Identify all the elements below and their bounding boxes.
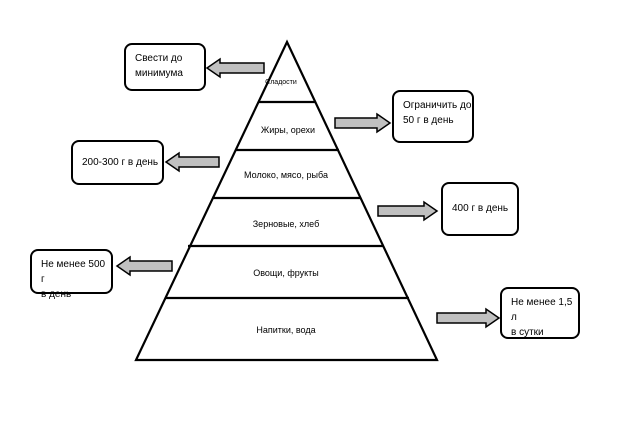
note-vegetables-fruits: Не менее 500 г в день [30,249,113,300]
level-label-fats-nuts: Жиры, орехи [261,125,315,135]
note-grains-bread: 400 г в день [441,182,519,236]
arrow-left-icon [115,255,173,277]
arrow-right-fats [334,112,392,134]
arrow-left-icon [205,57,265,79]
arrow-left-icon [164,151,220,173]
arrow-left-sweets [205,57,265,79]
arrow-right-grains [377,200,439,222]
arrow-right-icon [436,307,501,329]
level-label-drinks-water: Напитки, вода [256,325,315,335]
level-label-grains-bread: Зерновые, хлеб [253,219,320,229]
level-label-vegetables-fruits: Овощи, фрукты [253,268,319,278]
arrow-right-drinks [436,307,501,329]
arrow-right-icon [377,200,439,222]
arrow-left-vegetables [115,255,173,277]
arrow-left-dairy [164,151,220,173]
level-label-dairy-meat-fish: Молоко, мясо, рыба [244,170,328,180]
note-fats-nuts: Ограничить до 50 г в день [392,90,474,143]
note-drinks-water: Не менее 1,5 л в сутки [500,287,580,339]
note-sweets: Свести до минимума [124,43,206,91]
arrow-right-icon [334,112,392,134]
pyramid-outline [134,39,439,362]
note-dairy-meat-fish: 200-300 г в день [71,140,164,185]
level-label-sweets: Сладости [265,79,297,86]
